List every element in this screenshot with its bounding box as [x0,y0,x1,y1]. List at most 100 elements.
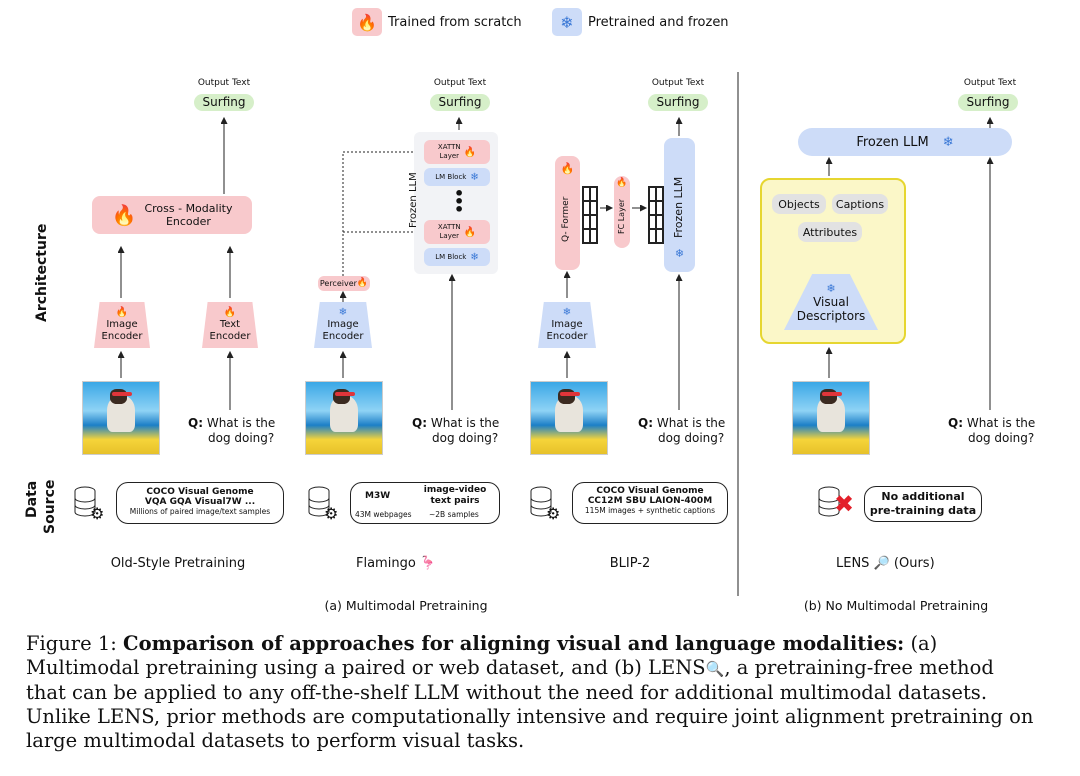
qformer-block: 🔥 [555,156,580,270]
dog-image [792,381,870,455]
output-text-label: Output Text [651,78,705,88]
data-b: image-video text pairs [423,485,487,506]
q-line1: What is the [966,416,1036,430]
caption-rest1: (a) Multimodal pretraining using a paire… [26,632,938,679]
flame-icon: 🔥 [223,307,237,318]
database-icon [308,486,330,517]
fc-layer-label: FC Layer [617,198,626,234]
title-flamingo: Flamingo 🦩 [356,556,436,571]
dog-image [530,381,608,455]
q-line1: What is the [430,416,500,430]
snowflake-icon: ❄ [674,247,685,260]
q-prefix: Q: [188,416,203,430]
flame-icon: 🔥 [560,162,575,175]
legend-trained: 🔥 Trained from scratch [352,8,522,36]
frozen-llm-label: Frozen LLM [408,172,419,228]
caption-prefix: Figure 1: [26,632,124,655]
caption-rest2: , a pretraining-free method that can be … [26,656,1034,752]
snowflake-icon: ❄ [562,307,572,318]
gear-icon: ⚙ [324,504,339,523]
data-line3: Millions of paired image/text samples [129,507,271,516]
image-encoder-blip2: ❄ Image Encoder [538,302,596,348]
q-line2: dog doing? [208,431,275,445]
flame-icon: 🔥 [111,203,137,227]
caption-bold: Comparison of approaches for aligning vi… [123,632,905,655]
magnifier-icon: 🔍 [705,660,725,678]
fc-layer-block: 🔥 [614,176,630,248]
data-source-oldstyle: COCO Visual Genome VQA GQA Visual7W ... … [116,482,284,524]
attributes-chip: Attributes [798,222,862,242]
frozen-llm-label: Frozen LLM [856,134,929,150]
q-line2: dog doing? [968,431,1035,445]
data-source-lens: No additional pre-training data [864,486,982,522]
flamingo-icon: 🦩 [419,556,437,571]
data-line2: CC12M SBU LAION-400M [587,496,713,506]
legend-frozen-label: Pretrained and frozen [588,14,729,30]
image-encoder-label: Image Encoder [322,319,364,342]
flame-icon: 🔥 [463,146,477,158]
surfing-output: Surfing [430,94,490,111]
connector-lines [0,72,1080,596]
gear-icon: ⚙ [90,504,105,523]
flame-icon: 🔥 [616,178,628,188]
surfing-output: Surfing [958,94,1018,111]
lm-block-2: LM Block❄ [424,248,490,266]
frozen-llm-lens: Frozen LLM ❄ [798,128,1012,156]
data-a-sub: 43M webpages [355,510,412,519]
output-text-label: Output Text [963,78,1017,88]
data-source-flamingo: M3W 43M webpages image-video text pairs … [350,482,500,524]
dog-image [305,381,383,455]
data-line2: VQA GQA Visual7W ... [144,497,256,507]
database-icon [74,486,96,517]
flame-icon: 🔥 [356,278,369,288]
lens-title-suffix: (Ours) [893,556,935,571]
lens-title-text: LENS [836,556,870,571]
dog-image [82,381,160,455]
qformer-label: Q- Former [561,196,571,242]
data-a: M3W [365,491,391,501]
snowflake-icon: ❄ [470,171,479,183]
perceiver: Perceiver🔥 [318,276,370,291]
database-icon [530,486,552,517]
ellipsis-icon: ••• [454,184,465,219]
title-lens: LENS 🔎 (Ours) [836,556,935,571]
snowflake-icon: ❄ [826,281,836,295]
captions-chip: Captions [832,194,888,214]
lm-block-label: LM Block [435,172,467,181]
data-line1: COCO Visual Genome [596,486,704,496]
data-b-sub: ~2B samples [429,510,479,519]
flame-icon: 🔥 [115,307,129,318]
perceiver-label: Perceiver [319,279,357,288]
figure-caption: Figure 1: Comparison of approaches for a… [26,632,1036,753]
data-line3: 115M images + synthetic captions [584,506,716,515]
output-text-label: Output Text [197,78,251,88]
snowflake-icon: ❄ [470,251,479,263]
cross-modality-encoder: 🔥 Cross - Modality Encoder [92,196,252,234]
image-encoder-label: Image Encoder [546,319,588,342]
output-text-label: Output Text [433,78,487,88]
flame-icon: 🔥 [463,226,477,238]
objects-chip: Objects [772,194,826,214]
surfing-output: Surfing [648,94,708,111]
text-encoder-oldstyle: 🔥 Text Encoder [202,302,258,348]
snowflake-icon: ❄ [338,307,348,318]
data-source-blip2: COCO Visual Genome CC12M SBU LAION-400M … [572,482,728,524]
q-prefix: Q: [638,416,653,430]
flamingo-title-text: Flamingo [356,556,416,571]
database-icon [818,486,840,517]
gear-icon: ⚙ [546,504,561,523]
subcaption-b: (b) No Multimodal Pretraining [803,598,989,613]
frozen-llm-label: Frozen LLM [672,176,685,238]
flame-icon: 🔥 [352,8,382,36]
q-prefix: Q: [948,416,963,430]
subcaption-a: (a) Multimodal Pretraining [324,598,488,613]
surfing-output: Surfing [194,94,254,111]
xattn-label: XATTN Layer [437,223,461,240]
image-encoder-oldstyle: 🔥 Image Encoder [94,302,150,348]
magnifier-icon: 🔎 [873,556,890,571]
lm-block-label: LM Block [435,252,467,261]
